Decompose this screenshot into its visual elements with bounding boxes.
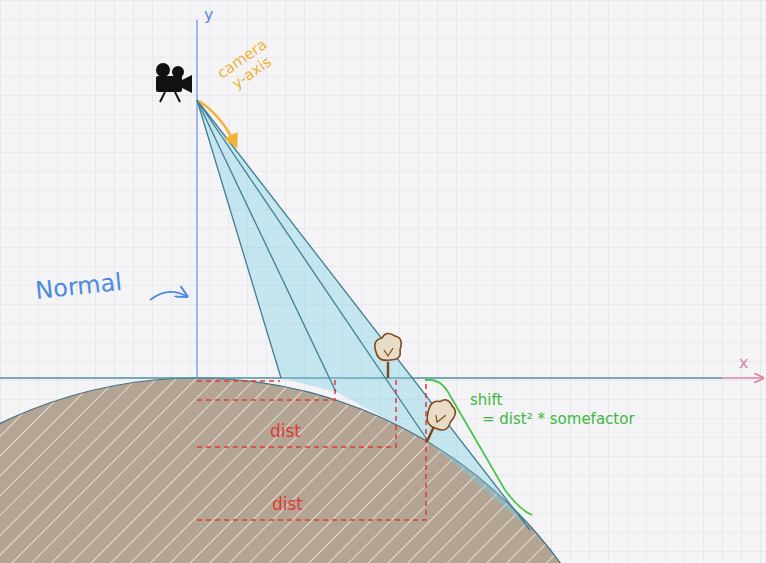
shift-formula: = dist² * somefactor — [482, 411, 635, 428]
dist-label: dist — [272, 495, 303, 514]
frustum-slice — [197, 100, 530, 530]
tree — [375, 333, 401, 378]
view-ray — [197, 100, 336, 392]
view-ray — [197, 100, 530, 530]
dist-lines — [197, 380, 426, 520]
tree — [416, 395, 459, 448]
dist-label: dist — [270, 422, 301, 441]
shift-bracket — [425, 380, 532, 515]
view-ray — [197, 100, 281, 378]
y-axis — [196, 20, 197, 378]
shift-label: shift — [470, 392, 502, 409]
normal-arrow — [150, 292, 186, 300]
view-frustum — [197, 100, 530, 530]
frustum-slice — [197, 100, 428, 441]
axis-label: x — [739, 354, 748, 372]
planet — [0, 378, 646, 563]
frustum-slice — [197, 100, 336, 392]
view-ray — [197, 100, 428, 441]
camera-axis-arc — [199, 101, 236, 146]
camera-icon — [156, 63, 192, 102]
x-arrow — [722, 377, 762, 379]
axis-label: y — [204, 6, 213, 24]
